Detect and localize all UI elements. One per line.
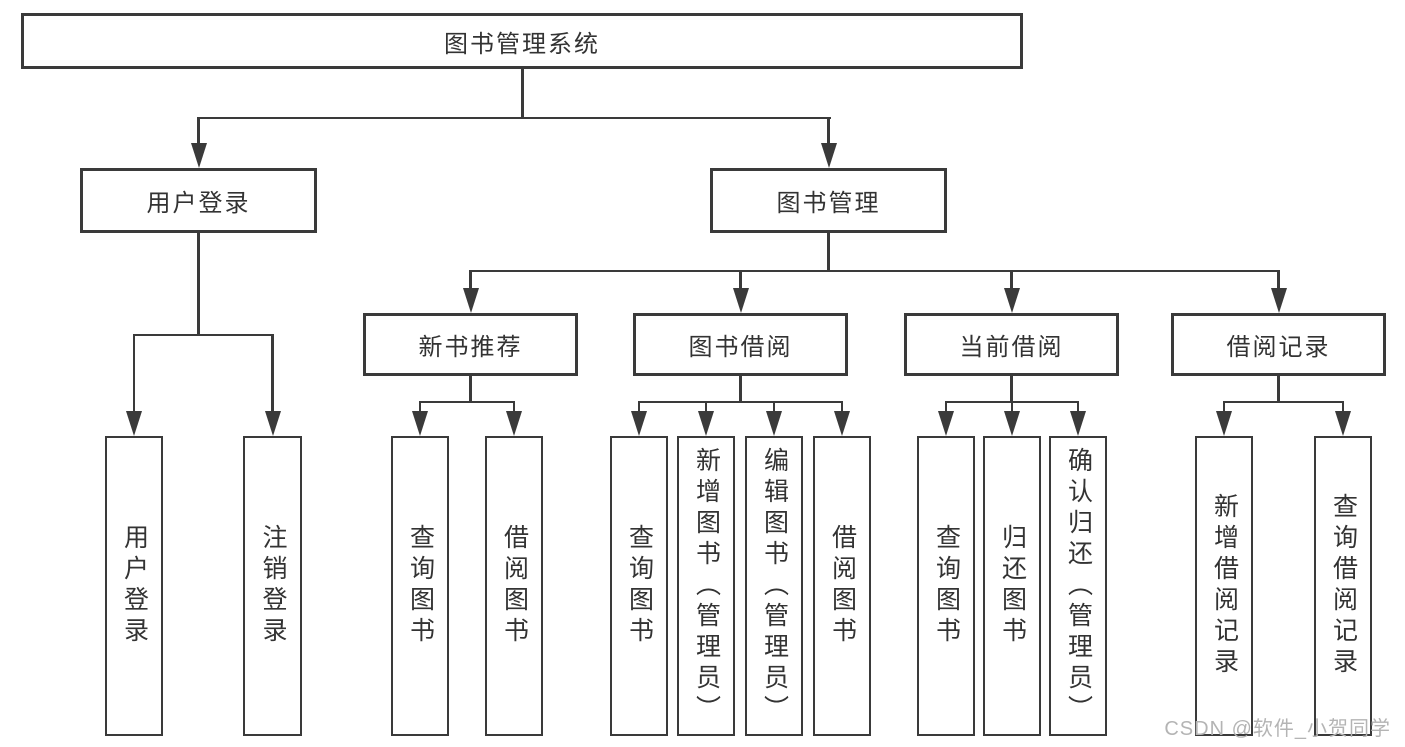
leaf-bb-edit-books-admin: 编辑图书（管理员） (745, 436, 803, 736)
arrow-down-icon (834, 411, 850, 436)
leaf-user-login: 用户登录 (105, 436, 163, 736)
connector-line-11 (944, 400, 1080, 403)
connector-line-4 (197, 232, 200, 336)
leaf-rec-query-borrow-record: 查询借阅记录 (1314, 436, 1372, 736)
leaf-cb-return-books: 归还图书 (983, 436, 1041, 736)
connector-arrow-shaft-10 (637, 402, 641, 414)
leaf-label: 借阅图书 (828, 524, 857, 648)
connector-arrow-shaft-11 (704, 402, 708, 414)
arrow-down-icon (1216, 411, 1232, 436)
arrow-down-icon (766, 411, 782, 436)
leaf-label: 用户登录 (120, 524, 149, 648)
connector-line-9 (637, 400, 844, 403)
connector-line-2 (827, 232, 830, 272)
connector-line-3 (469, 269, 1280, 272)
arrow-down-icon (732, 288, 749, 313)
arrow-down-icon (1004, 411, 1020, 436)
leaf-label: 确认归还（管理员） (1064, 446, 1093, 726)
leaf-bb-borrow-books: 借阅图书 (813, 436, 871, 736)
node-book-borrowing: 图书借阅 (633, 313, 848, 376)
arrow-down-icon (412, 411, 428, 436)
node-current-borrowing: 当前借阅 (904, 313, 1119, 376)
csdn-watermark: CSDN @软件_小贺同学 (1164, 718, 1391, 740)
arrow-down-icon (190, 143, 207, 168)
leaf-label: 查询图书 (406, 524, 435, 648)
connector-line-0 (521, 68, 524, 119)
node-label: 图书管理系统 (444, 30, 600, 58)
leaf-label: 查询图书 (932, 524, 961, 648)
connector-arrow-shaft-8 (418, 402, 422, 414)
leaf-rec-add-borrow-record: 新增借阅记录 (1195, 436, 1253, 736)
node-user-login: 用户登录 (80, 168, 317, 233)
node-book-management: 图书管理 (710, 168, 947, 233)
connector-arrow-shaft-5 (1277, 271, 1280, 291)
connector-arrow-shaft-15 (1010, 402, 1014, 414)
connector-arrow-shaft-13 (840, 402, 844, 414)
node-library-management-system: 图书管理系统 (21, 13, 1023, 69)
arrow-down-icon (1070, 411, 1086, 436)
leaf-label: 新增借阅记录 (1210, 493, 1239, 679)
node-label: 用户登录 (146, 190, 251, 217)
connector-arrow-shaft-2 (469, 271, 472, 291)
node-label: 新书推荐 (418, 334, 523, 361)
connector-arrow-shaft-12 (772, 402, 776, 414)
arrow-down-icon (938, 411, 954, 436)
leaf-label: 编辑图书（管理员） (760, 446, 789, 726)
leaf-label: 归还图书 (998, 524, 1027, 648)
arrow-down-icon (462, 288, 479, 313)
leaf-nb-borrow-books: 借阅图书 (485, 436, 543, 736)
connector-arrow-shaft-1 (827, 117, 830, 146)
connector-line-5 (132, 333, 274, 336)
connector-line-7 (418, 400, 516, 403)
leaf-label: 查询图书 (625, 524, 654, 648)
connector-line-8 (739, 375, 742, 403)
node-new-book-recommend: 新书推荐 (363, 313, 578, 376)
arrow-down-icon (631, 411, 647, 436)
node-label: 当前借阅 (959, 334, 1064, 361)
leaf-bb-add-books-admin: 新增图书（管理员） (677, 436, 735, 736)
connector-arrow-shaft-3 (739, 271, 742, 291)
node-label: 图书借阅 (688, 334, 793, 361)
connector-arrow-shaft-7 (271, 335, 274, 414)
leaf-label: 查询借阅记录 (1329, 493, 1358, 679)
leaf-nb-query-books: 查询图书 (391, 436, 449, 736)
arrow-down-icon (820, 143, 837, 168)
connector-line-6 (469, 375, 472, 403)
arrow-down-icon (1003, 288, 1020, 313)
arrow-down-icon (1335, 411, 1351, 436)
leaf-cb-query-books: 查询图书 (917, 436, 975, 736)
connector-line-13 (1222, 400, 1345, 403)
arrow-down-icon (126, 411, 142, 436)
arrow-down-icon (506, 411, 522, 436)
node-borrowing-records: 借阅记录 (1171, 313, 1386, 376)
arrow-down-icon (264, 411, 281, 436)
leaf-label: 借阅图书 (500, 524, 529, 648)
connector-arrow-shaft-18 (1341, 402, 1345, 414)
arrow-down-icon (698, 411, 714, 436)
connector-arrow-shaft-17 (1222, 402, 1226, 414)
connector-line-1 (197, 116, 831, 119)
connector-arrow-shaft-14 (944, 402, 948, 414)
connector-line-12 (1277, 375, 1280, 403)
leaf-cb-confirm-return-admin: 确认归还（管理员） (1049, 436, 1107, 736)
leaf-bb-query-books: 查询图书 (610, 436, 668, 736)
arrow-down-icon (1270, 288, 1287, 313)
leaf-label: 注销登录 (259, 524, 287, 648)
connector-arrow-shaft-6 (132, 335, 136, 414)
connector-arrow-shaft-4 (1010, 271, 1013, 291)
leaf-logout: 注销登录 (243, 436, 302, 736)
node-label: 借阅记录 (1226, 334, 1331, 361)
leaf-label: 新增图书（管理员） (692, 446, 721, 726)
connector-arrow-shaft-0 (197, 117, 200, 146)
connector-arrow-shaft-16 (1076, 402, 1080, 414)
node-label: 图书管理 (776, 190, 881, 217)
connector-line-10 (1010, 375, 1013, 403)
connector-arrow-shaft-9 (512, 402, 516, 414)
